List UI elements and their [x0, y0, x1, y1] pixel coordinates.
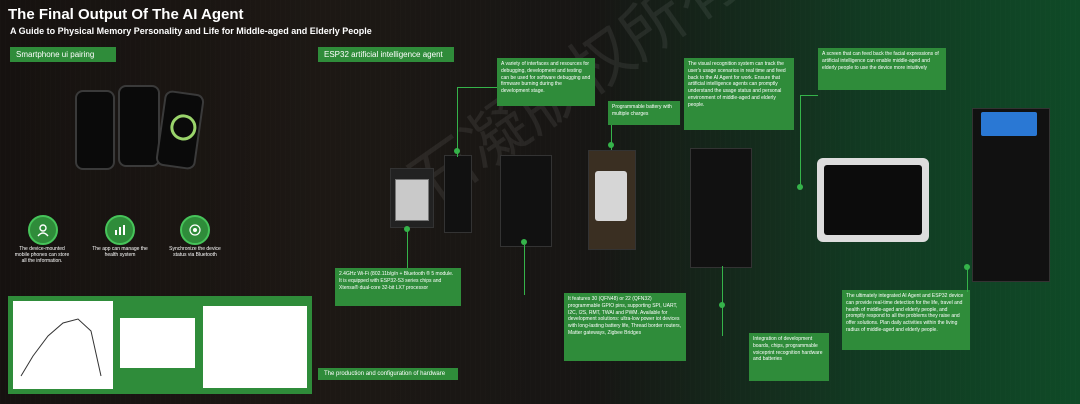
callout-battery: Programmable battery with multiple charg… — [608, 101, 680, 125]
battery-board — [588, 150, 636, 250]
phone-mockup-2 — [118, 85, 160, 167]
connector-dot — [521, 239, 527, 245]
section-production: The production and configuration of hard… — [318, 368, 458, 380]
connector-dot — [404, 226, 410, 232]
connector-dot — [454, 148, 460, 154]
page-subtitle: A Guide to Physical Memory Personality a… — [10, 26, 372, 36]
callout-gpio: It features 30 (QFN48) or 22 (QFN32) pro… — [564, 293, 686, 361]
feature-text-3: Synchronize the device status via Blueto… — [169, 246, 221, 258]
progress-ring — [168, 112, 199, 143]
battery-icon — [595, 171, 627, 221]
connector-line — [457, 87, 458, 157]
feature-icon-3 — [180, 215, 210, 245]
schematic-panel — [8, 296, 312, 394]
callout-final: The ultimately integrated AI Agent and E… — [842, 290, 970, 350]
connector-dot — [608, 142, 614, 148]
connector-line — [524, 245, 525, 295]
final-device — [972, 108, 1050, 282]
connector-line — [800, 95, 801, 187]
esp32-module — [390, 168, 434, 228]
connector-line — [800, 95, 818, 96]
feature-icon-1 — [28, 215, 58, 245]
connector-line — [967, 268, 968, 292]
integrated-board — [690, 148, 752, 268]
graph-curve — [20, 318, 102, 377]
interface-board — [500, 155, 552, 247]
connector-dot — [719, 302, 725, 308]
callout-integration: Integration of development boards, chips… — [749, 333, 829, 381]
callout-interfaces: A variety of interfaces and resources fo… — [497, 58, 595, 106]
feature-text-2: The app can manage the health system — [92, 246, 148, 258]
schematic-thumbnail-1 — [120, 318, 195, 368]
schematic-thumbnail-2 — [203, 306, 307, 388]
display-screen — [817, 158, 929, 242]
phone-mockup-1 — [75, 90, 115, 170]
section-smartphone: Smartphone ui pairing — [10, 47, 116, 62]
chart-icon — [115, 225, 125, 235]
feature-icon-2 — [105, 215, 135, 245]
devkit-board — [444, 155, 472, 233]
section-esp32: ESP32 artificial intelligence agent — [318, 47, 454, 62]
broadcast-icon — [189, 224, 201, 236]
callout-vision: The visual recognition system can track … — [684, 58, 794, 130]
person-icon — [37, 224, 49, 237]
graph-thumbnail — [13, 301, 113, 389]
connector-dot — [964, 264, 970, 270]
feature-text-1: The device-mounted mobile phones can sto… — [14, 246, 70, 264]
page-title: The Final Output Of The AI Agent — [8, 6, 244, 23]
callout-wifi: 2.4GHz Wi-Fi (802.11b/g/n + Bluetooth ® … — [335, 268, 461, 306]
connector-line — [722, 266, 723, 336]
connector-line — [407, 228, 408, 268]
connector-line — [611, 125, 612, 150]
callout-screen: A screen that can feed back the facial e… — [818, 48, 946, 90]
connector-line — [457, 87, 497, 88]
connector-dot — [797, 184, 803, 190]
